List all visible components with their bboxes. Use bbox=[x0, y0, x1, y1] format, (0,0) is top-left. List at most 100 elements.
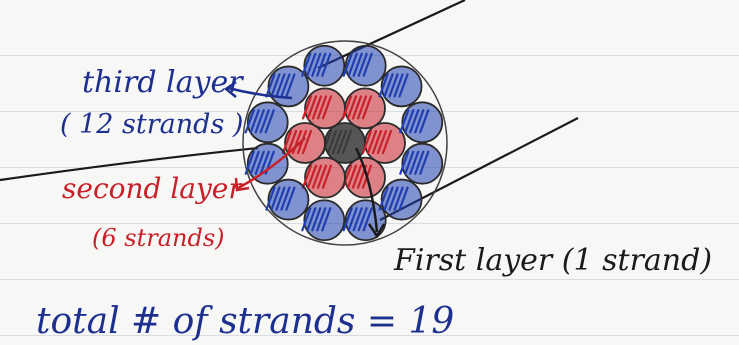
strand-hatch bbox=[352, 207, 363, 232]
strand-hatch bbox=[306, 164, 318, 189]
first-layer-arrow bbox=[354, 147, 379, 233]
strand-hatch bbox=[398, 73, 409, 98]
strand-hatch bbox=[346, 95, 358, 120]
strand-hatch bbox=[352, 52, 363, 77]
strand-hatch bbox=[357, 207, 368, 232]
second-layer-arrowhead bbox=[234, 177, 250, 192]
first-layer-label: First layer (1 strand) bbox=[393, 243, 712, 278]
strand-hatch bbox=[341, 95, 353, 120]
strand-hatch bbox=[321, 95, 333, 120]
second-layer-arrow bbox=[237, 137, 306, 190]
strand-hatch bbox=[264, 109, 275, 134]
strand-hatch bbox=[311, 164, 323, 189]
strand-hatch bbox=[393, 186, 404, 211]
strand-hatch bbox=[409, 109, 420, 134]
strand-hatch bbox=[388, 186, 399, 211]
strand-hatch bbox=[393, 73, 404, 98]
strand-hatch bbox=[347, 52, 358, 77]
strand-hatch bbox=[306, 52, 317, 77]
strand-hatch bbox=[371, 129, 383, 155]
strand-hatch bbox=[281, 129, 293, 155]
strand-hatch bbox=[383, 73, 394, 98]
strand-hatch bbox=[265, 186, 276, 211]
strand-hatch bbox=[362, 52, 373, 77]
strand-hatch bbox=[285, 186, 296, 211]
strand-hatch bbox=[275, 73, 286, 98]
third-layer-label: third layer bbox=[82, 65, 244, 100]
strand-hatch bbox=[280, 73, 291, 98]
strand-hatch bbox=[376, 129, 388, 155]
strand-hatch bbox=[351, 164, 363, 189]
third-layer-count: ( 12 strands ) bbox=[60, 109, 243, 140]
strand-hatch bbox=[321, 52, 332, 77]
strand-hatch bbox=[356, 95, 368, 120]
third-layer-arrowhead bbox=[223, 80, 237, 98]
strand-bundle bbox=[242, 40, 448, 246]
strand-hatch bbox=[383, 186, 394, 211]
strand-hatch bbox=[336, 129, 348, 155]
strand-hatch bbox=[244, 150, 255, 175]
strand-hatch bbox=[414, 150, 425, 175]
strand-hatch bbox=[316, 164, 328, 189]
strand-hatch bbox=[331, 129, 343, 155]
strand-hatch bbox=[301, 52, 312, 77]
strand-hatch bbox=[378, 186, 389, 211]
strand-hatch bbox=[301, 129, 313, 155]
third-layer-arrow bbox=[227, 86, 293, 100]
strand-hatch bbox=[357, 52, 368, 77]
strand-hatch bbox=[244, 109, 255, 134]
strand-hatch bbox=[347, 207, 358, 232]
strand-hatch bbox=[316, 95, 328, 120]
strand-hatch bbox=[381, 129, 393, 155]
strand-hatch bbox=[285, 73, 296, 98]
strand-hatch bbox=[259, 109, 270, 134]
strand-hatch bbox=[280, 186, 291, 211]
strand-hatch bbox=[399, 150, 410, 175]
strand-hatch bbox=[366, 129, 378, 155]
strand-hatch bbox=[301, 207, 312, 232]
strand-hatch bbox=[342, 207, 353, 232]
strand-hatch bbox=[311, 95, 323, 120]
strand-hatch bbox=[388, 73, 399, 98]
strand-hatch bbox=[301, 95, 313, 120]
strand-hatch bbox=[398, 186, 409, 211]
strand-hatch bbox=[341, 129, 353, 155]
strand-hatch bbox=[316, 207, 327, 232]
strand-hatch bbox=[404, 150, 415, 175]
strand-hatch bbox=[265, 73, 276, 98]
bundle-outline bbox=[242, 40, 448, 246]
strand-hatch bbox=[311, 207, 322, 232]
strand-hatch bbox=[414, 109, 425, 134]
strand-hatch bbox=[378, 73, 389, 98]
strand-hatch bbox=[362, 207, 373, 232]
strand-hatch bbox=[404, 109, 415, 134]
strand-hatch bbox=[286, 129, 298, 155]
total-strands-text: total # of strands = 19 bbox=[36, 301, 454, 342]
strand-hatch bbox=[419, 109, 430, 134]
first-layer-arrowhead bbox=[367, 223, 386, 239]
strand-hatch bbox=[311, 52, 322, 77]
strand-hatch bbox=[249, 150, 260, 175]
second-layer-count: (6 strands) bbox=[92, 224, 225, 252]
strand-hatch bbox=[342, 52, 353, 77]
strand-hatch bbox=[249, 109, 260, 134]
strand-hatch bbox=[275, 186, 286, 211]
strand-hatch bbox=[361, 95, 373, 120]
cable-outline-left bbox=[0, 146, 259, 182]
strand-hatch bbox=[270, 73, 281, 98]
strand-hatch bbox=[259, 150, 270, 175]
strand-hatch bbox=[316, 52, 327, 77]
strand-hatch bbox=[321, 164, 333, 189]
strand-hatch bbox=[306, 207, 317, 232]
strand-hatch bbox=[301, 164, 313, 189]
strand-hatch bbox=[326, 129, 338, 155]
strand-hatch bbox=[306, 95, 318, 120]
strand-hatch bbox=[409, 150, 420, 175]
strand-hatch bbox=[361, 129, 373, 155]
strand-hatch bbox=[254, 150, 265, 175]
strand-hatch bbox=[254, 109, 265, 134]
strand-hatch bbox=[270, 186, 281, 211]
strand-hatch bbox=[399, 109, 410, 134]
strand-hatch bbox=[419, 150, 430, 175]
